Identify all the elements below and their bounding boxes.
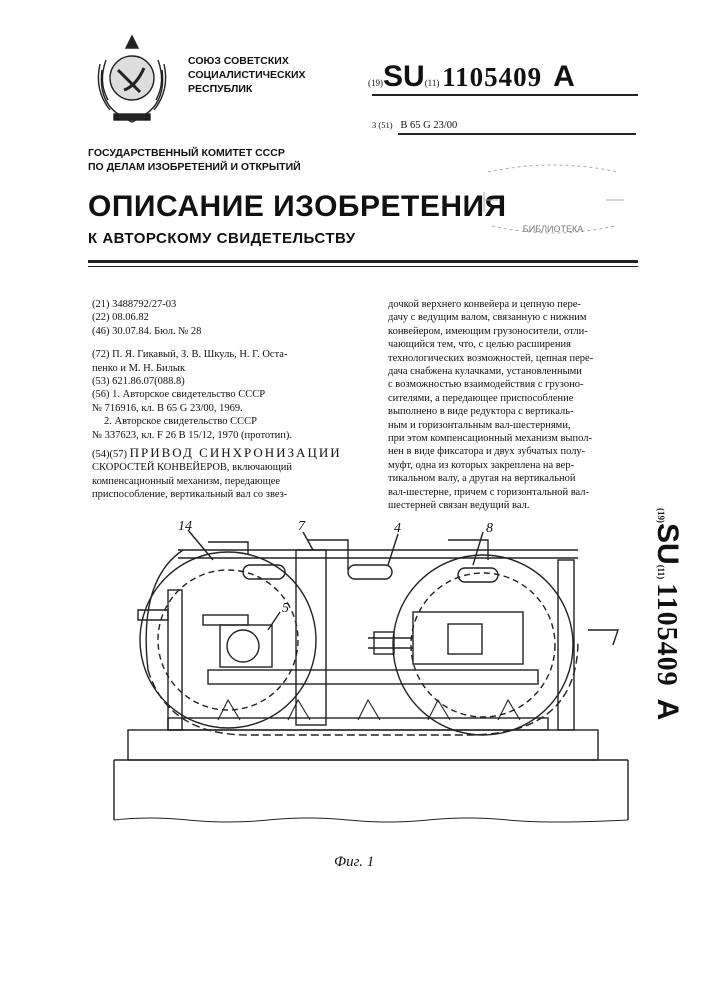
kind-code: A	[553, 60, 575, 93]
bibliographic-data: (21) 3488792/27-03 (22) 08.06.82 (46) 30…	[92, 298, 364, 502]
side-patent-code: (19)SU(11) 1105409 A	[648, 508, 688, 798]
ussr-emblem-icon	[88, 30, 176, 126]
label-8: 8	[486, 521, 493, 536]
claim-heading: ПРИВОД СИНХРОНИЗАЦИИ	[130, 445, 342, 460]
ipc-rule	[398, 133, 636, 135]
header-rule	[372, 94, 638, 96]
label-7: 7	[298, 520, 306, 534]
committee-name: ГОСУДАРСТВЕННЫЙ КОМИТЕТ СССР ПО ДЕЛАМ ИЗ…	[88, 146, 301, 174]
claim-label: (54)(57)	[92, 449, 127, 460]
figure-caption: Фиг. 1	[334, 854, 374, 871]
label-5: 5	[282, 601, 289, 616]
inid-11: (11)	[425, 78, 440, 88]
stamp-text: БИБЛИОТЕКА	[523, 224, 583, 234]
country-code: SU	[383, 60, 425, 93]
label-4: 4	[394, 521, 401, 536]
ipc-classification: 3 (51) B 65 G 23/00	[372, 120, 457, 131]
document-subtitle: К АВТОРСКОМУ СВИДЕТЕЛЬСТВУ	[88, 230, 356, 247]
top-thin-rule	[88, 266, 638, 267]
label-14: 14	[178, 520, 192, 534]
top-thick-rule	[88, 260, 638, 263]
library-stamp: БИБЛИОТЕКА	[478, 152, 628, 244]
patent-number-block: (19)SU(11) 1105409 A	[368, 60, 575, 94]
patent-number: 1105409	[442, 62, 542, 92]
conveyor-drive-drawing: 14 7 4 8 5	[108, 520, 638, 850]
document-title: ОПИСАНИЕ ИЗОБРЕТЕНИЯ	[88, 190, 507, 224]
claim-continuation: дочкой верхнего конвейера и цепную пере-…	[388, 298, 634, 513]
inid-19: (19)	[368, 78, 383, 88]
country-name: СОЮЗ СОВЕТСКИХ СОЦИАЛИСТИЧЕСКИХ РЕСПУБЛИ…	[188, 54, 306, 96]
